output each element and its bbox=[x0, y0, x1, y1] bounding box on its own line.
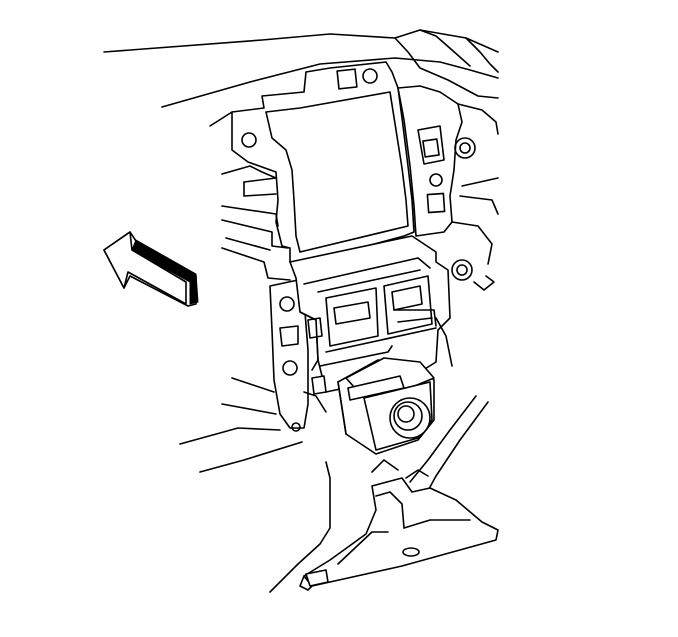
right-mounting-bracket bbox=[397, 85, 499, 291]
dash-top-pad bbox=[103, 29, 499, 127]
direction-arrow-icon bbox=[103, 231, 199, 307]
left-mounting-bracket bbox=[221, 279, 309, 432]
push-button-switch bbox=[337, 357, 435, 455]
bezel-frame bbox=[221, 61, 415, 281]
lower-trim-panel bbox=[179, 395, 499, 593]
switch-housing bbox=[289, 235, 453, 413]
